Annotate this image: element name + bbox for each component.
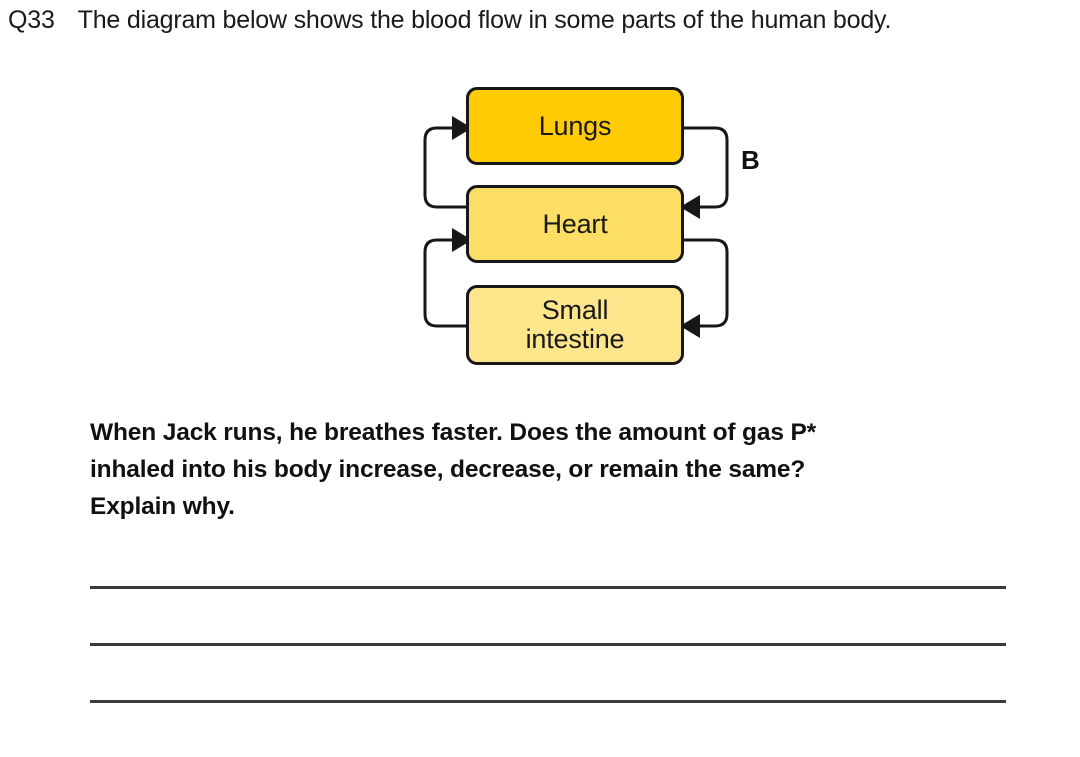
answer-lines <box>90 586 1006 757</box>
answer-line[interactable] <box>90 643 1006 646</box>
organ-label-small-intestine-line1: Small <box>541 295 609 326</box>
question-number: Q33 <box>8 6 55 34</box>
blood-flow-diagram: Lungs Heart Small intestine B <box>410 70 790 380</box>
diagram-arrows-svg <box>423 116 729 338</box>
question-body-line-3: Explain why. <box>90 493 235 520</box>
arrow-small-intestine-to-heart <box>423 228 472 328</box>
question-body-line-2: inhaled into his body increase, decrease… <box>90 456 806 483</box>
answer-line[interactable] <box>90 586 1006 589</box>
arrow-heart-to-lungs <box>423 116 472 209</box>
answer-line[interactable] <box>90 700 1006 703</box>
question-body: When Jack runs, he breathes faster. Does… <box>90 414 1020 525</box>
question-prompt-text: The diagram below shows the blood flow i… <box>77 6 892 34</box>
flow-label-b: B <box>741 145 760 175</box>
organ-label-lungs: Lungs <box>538 110 612 141</box>
arrow-heart-to-small-intestine <box>680 238 729 338</box>
question-header: Q33 The diagram below shows the blood fl… <box>8 6 1072 40</box>
arrow-lungs-to-heart <box>680 126 729 219</box>
organ-label-heart: Heart <box>542 208 608 239</box>
organ-label-small-intestine-line2: intestine <box>525 324 625 354</box>
question-body-line-1: When Jack runs, he breathes faster. Does… <box>90 419 817 446</box>
organ-box-lungs: Lungs <box>466 87 684 165</box>
organ-box-small-intestine: Small intestine <box>466 285 684 365</box>
organ-box-heart: Heart <box>466 185 684 263</box>
